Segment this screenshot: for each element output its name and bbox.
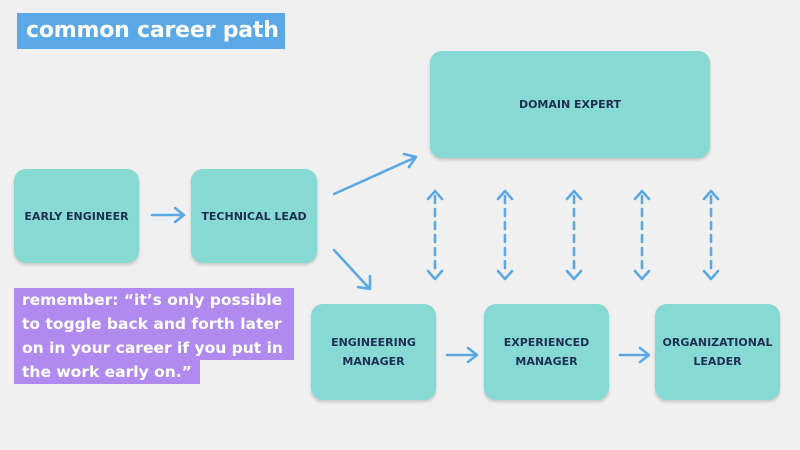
quote-line-1: remember: “it’s only possible xyxy=(14,288,294,312)
slide-title: common career path xyxy=(17,13,285,49)
arrowhead-experienced-to-organizational xyxy=(638,346,651,364)
toggle-arrow-1 xyxy=(426,189,444,281)
toggle-arrow-5 xyxy=(702,189,720,281)
organizational-leader-box: ORGANIZATIONAL LEADER xyxy=(655,304,780,400)
quote-line-2: to toggle back and forth later xyxy=(14,312,294,336)
experienced-manager-box: EXPERIENCED MANAGER xyxy=(484,304,609,400)
toggle-arrow-3 xyxy=(565,189,583,281)
arrow-technical-to-engineering xyxy=(332,248,370,289)
toggle-arrow-4 xyxy=(633,189,651,281)
domain-expert-box: DOMAIN EXPERT xyxy=(430,51,710,158)
engineering-manager-label-line2: MANAGER xyxy=(342,355,405,368)
engineering-manager-box: ENGINEERING MANAGER xyxy=(311,304,436,400)
arrowhead-technical-to-engineering xyxy=(356,274,372,291)
arrowhead-technical-to-domain xyxy=(402,152,418,169)
organizational-leader-label-line1: ORGANIZATIONAL xyxy=(662,336,773,349)
domain-expert-label: DOMAIN EXPERT xyxy=(518,98,622,111)
organizational-leader-label-line2: LEADER xyxy=(693,355,742,368)
arrowhead-early-to-technical xyxy=(173,206,186,224)
arrowhead-engineering-to-experienced xyxy=(466,346,479,364)
experienced-manager-label-line2: MANAGER xyxy=(515,355,578,368)
technical-lead-box: TECHNICAL LEAD xyxy=(191,169,317,263)
engineering-manager-label-line1: ENGINEERING xyxy=(331,336,416,349)
technical-lead-label: TECHNICAL LEAD xyxy=(201,209,307,223)
early-engineer-box: EARLY ENGINEER xyxy=(14,169,139,263)
quote-line-4: the work early on.” xyxy=(14,360,200,384)
toggle-arrow-2 xyxy=(496,189,514,281)
quote-line-3: on in your career if you put in xyxy=(14,336,294,360)
arrow-technical-to-domain xyxy=(332,156,416,196)
reminder-quote: remember: “it’s only possible to toggle … xyxy=(14,280,294,391)
early-engineer-label: EARLY ENGINEER xyxy=(24,209,129,223)
experienced-manager-label-line1: EXPERIENCED xyxy=(503,336,590,349)
